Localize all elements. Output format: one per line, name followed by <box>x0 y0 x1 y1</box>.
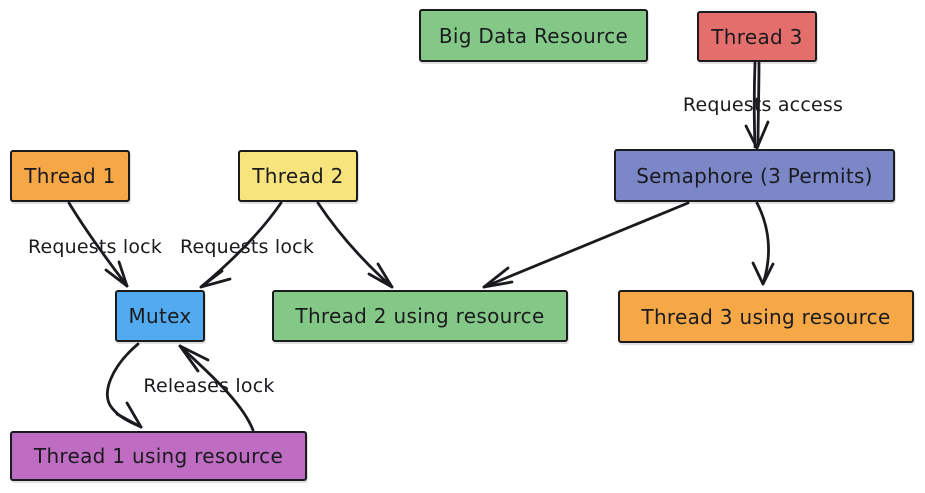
edge-label-requests-lock-2: Requests lock <box>179 236 315 258</box>
arrow-semaphore-to-thread2use <box>482 201 690 289</box>
node-big-data-resource: Big Data Resource <box>419 9 648 62</box>
node-mutex: Mutex <box>115 290 205 342</box>
node-thread-3-using-resource: Thread 3 using resource <box>618 290 914 343</box>
edge-label-requests-access: Requests access <box>682 94 844 116</box>
node-thread-1-using-resource: Thread 1 using resource <box>10 431 307 481</box>
node-semaphore: Semaphore (3 Permits) <box>614 149 895 202</box>
arrow-semaphore-to-thread3use <box>751 201 775 286</box>
arrow-mutex-to-thread1use <box>106 342 143 429</box>
edge-label-releases-lock: Releases lock <box>143 375 275 397</box>
node-thread-1: Thread 1 <box>10 150 130 202</box>
node-thread-2: Thread 2 <box>238 150 358 202</box>
node-thread-3: Thread 3 <box>697 11 817 62</box>
edge-label-requests-lock-1: Requests lock <box>27 236 163 258</box>
arrow-thread2-to-thread2use <box>316 201 394 289</box>
node-thread-2-using-resource: Thread 2 using resource <box>272 290 568 342</box>
